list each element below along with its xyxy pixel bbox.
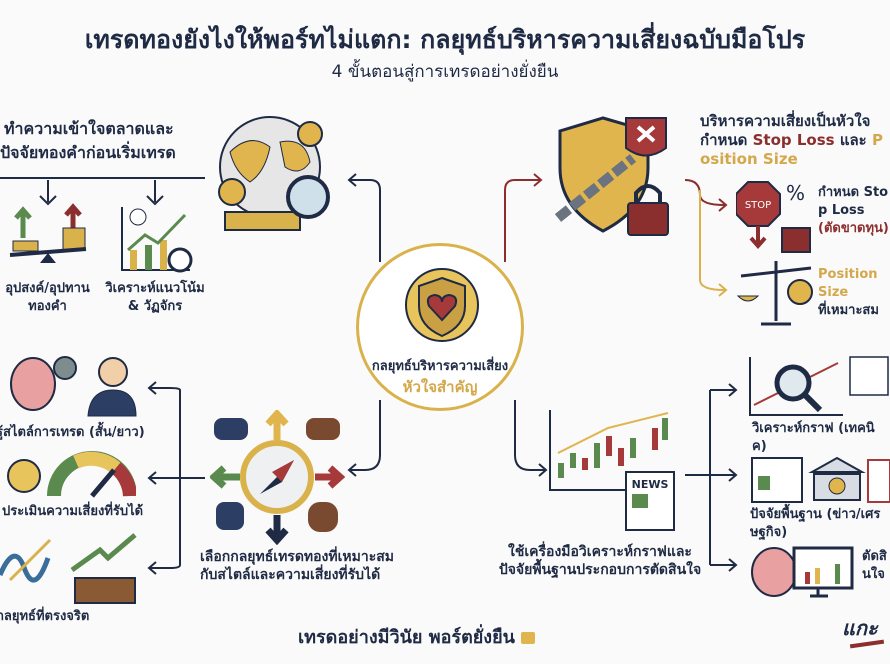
text: กำหนด: [700, 131, 753, 149]
step1-heading-line2: ปัจจัยทองคำก่อนเริ่มเทรด: [0, 143, 176, 162]
lock-icon: [521, 632, 536, 644]
balance-scale-icon: [736, 261, 813, 326]
item-label-line2: ทองคำ: [28, 299, 67, 314]
step2-item-stop-loss: กำหนด Stop Loss (ตัดขาดทุน): [818, 184, 890, 238]
step4-item-fundamental: ปัจจัยพื้นฐาน (ข่าว/เศรษฐกิจ): [750, 507, 881, 540]
step2-heading: บริหารความเสี่ยงเป็นหัวใจ กำหนด Stop Los…: [700, 112, 886, 169]
item-label-line1: อุปสงค์/อุปทาน: [5, 281, 90, 296]
risk-gauge-icon: [7, 451, 136, 498]
brand-logo: แกะ: [842, 616, 878, 640]
stop-sign-icon: STOP %: [736, 181, 811, 253]
text: และ: [834, 131, 872, 149]
strategy-chest-icon: [0, 533, 137, 604]
supply-demand-scale-icon: [9, 203, 87, 263]
step1-item-trend-cycle: วิเคราะห์แนวโน้ม & วัฏจักร: [105, 280, 205, 316]
item-label-line2: (ตัดขาดทุน): [818, 221, 889, 236]
item-label-line1: Position Size: [818, 267, 878, 300]
footer-text: เทรดอย่างมีวินัย พอร์ตยั่งยืน: [298, 627, 515, 648]
shield-chain-lock-icon: [554, 116, 669, 236]
item-label-line2: & วัฏจักร: [127, 299, 183, 314]
center-title: กลยุทธ์บริหารความเสี่ยง: [371, 359, 509, 374]
step2-heading-line2: กำหนด Stop Loss และ Position Size: [700, 131, 886, 169]
step3-item-trading-style: รู้สไตล์การเทรด (สั้น/ยาว): [0, 425, 145, 440]
step3-item-risk-tolerance: ประเมินความเสี่ยงที่รับได้: [2, 504, 144, 519]
step4-item-technical: วิเคราะห์กราฟ (เทคนิค): [752, 421, 875, 454]
step4-heading: ใช้เครื่องมือวิเคราะห์กราฟและปัจจัยพื้นฐ…: [485, 543, 715, 579]
news-label: NEWS: [632, 478, 669, 491]
compass-bull-bear-icon: [210, 410, 345, 545]
heading-line2: ปัจจัยพื้นฐานประกอบการตัดสินใจ: [498, 562, 702, 578]
step3-heading: เลือกกลยุทธ์เทรดทองที่เหมาะสมกับสไตล์และ…: [200, 548, 420, 584]
step2-heading-line1: บริหารความเสี่ยงเป็นหัวใจ: [700, 112, 871, 130]
heading-line1: เลือกกลยุทธ์เทรดทองที่เหมาะสม: [200, 549, 395, 565]
brain-gear-trader-icon: [10, 356, 137, 417]
brain-monitor-icon: [751, 546, 854, 598]
svg-text:STOP: STOP: [745, 200, 771, 211]
globe-gold-magnifier-icon: [218, 116, 330, 231]
item-label-line2: ที่เหมาะสม: [818, 303, 879, 318]
item-label-line1: กำหนด Stop Loss: [818, 185, 889, 218]
svg-text:%: %: [786, 181, 805, 205]
news-bank-calendar-icon: [751, 456, 890, 503]
heading-line2: กับสไตล์และความเสี่ยงที่รับได้: [200, 567, 381, 583]
center-subtitle: หัวใจสำคัญ: [402, 378, 478, 396]
candlestick-news-icon: NEWS: [549, 410, 675, 531]
gear-shield-heart-icon: [405, 268, 479, 342]
step1-item-supply-demand: อุปสงค์/อุปทานทองคำ: [0, 280, 95, 316]
footer-slogan: เทรดอย่างมีวินัย พอร์ตยั่งยืน: [298, 622, 536, 651]
step3-item-matching-strategy: กลยุทธ์ที่ตรงจริต: [0, 609, 90, 624]
position-size-text: Position Size: [700, 131, 883, 168]
page-subtitle: 4 ขั้นตอนสู่การเทรดอย่างยั่งยืน: [331, 62, 559, 82]
heading-line1: ใช้เครื่องมือวิเคราะห์กราฟและ: [508, 544, 692, 560]
center-hub: กลยุทธ์บริหารความเสี่ยง หัวใจสำคัญ: [356, 243, 524, 411]
step1-heading-line1: ทำความเข้าใจตลาดและ: [4, 119, 174, 138]
page-title: เทรดทองยังไงให้พอร์ทไม่แตก: กลยุทธ์บริหา…: [84, 25, 806, 54]
technical-chart-magnifier-icon: [749, 356, 889, 416]
item-label-line1: วิเคราะห์แนวโน้ม: [105, 281, 205, 296]
trend-cycle-chart-icon: [121, 207, 193, 273]
stop-loss-text: Stop Loss: [752, 131, 835, 149]
page-header: เทรดทองยังไงให้พอร์ทไม่แตก: กลยุทธ์บริหา…: [0, 24, 890, 84]
step2-item-position-size: Position Size ที่เหมาะสม: [818, 266, 890, 320]
step4-item-decision: ตัดสินใจ: [862, 549, 887, 582]
